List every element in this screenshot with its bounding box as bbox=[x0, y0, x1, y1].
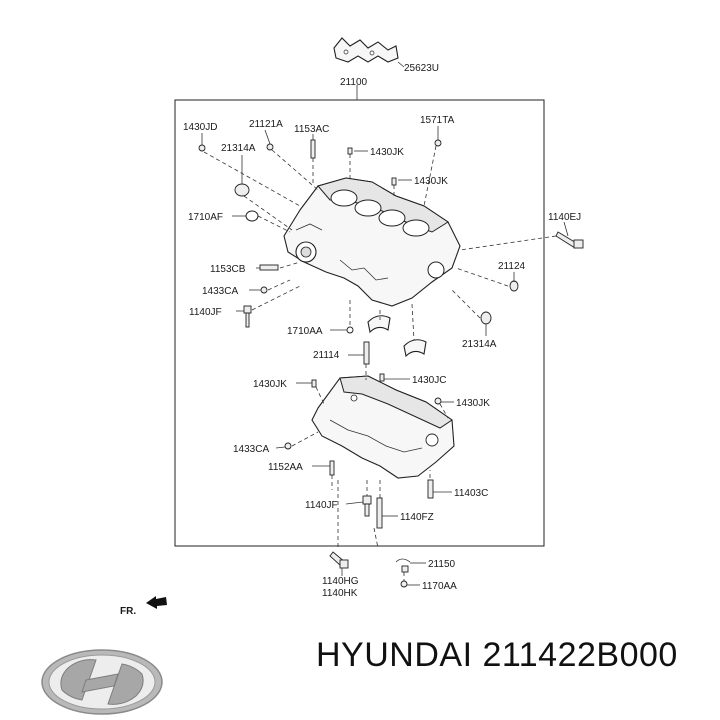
label-21150: 21150 bbox=[428, 559, 456, 570]
label-21124: 21124 bbox=[498, 261, 526, 272]
plug-1430jd bbox=[198, 144, 206, 152]
o-ring-1710af bbox=[245, 210, 259, 222]
front-direction-marker: FR. bbox=[120, 596, 167, 617]
plug-21124 bbox=[509, 280, 519, 292]
plug-1571ta bbox=[434, 139, 442, 147]
label-1710af: 1710AF bbox=[188, 212, 223, 223]
crankcase-lower bbox=[311, 375, 455, 479]
label-1140hg: 1140HG bbox=[322, 576, 359, 587]
label-1170aa: 1170AA bbox=[422, 581, 457, 592]
leader-lines bbox=[201, 126, 569, 586]
label-1710aa: 1710AA bbox=[287, 326, 323, 337]
part-number-caption: HYUNDAI 211422B000 bbox=[316, 636, 678, 674]
label-21100: 21100 bbox=[340, 77, 368, 88]
label-1140jf-1: 1140JF bbox=[189, 307, 222, 318]
label-21314a-top: 21314A bbox=[221, 143, 256, 154]
bolt-11403c bbox=[427, 479, 434, 499]
gasket-part bbox=[333, 37, 399, 63]
label-1430jk-1: 1430JK bbox=[370, 147, 404, 158]
bolt-1140jf-2 bbox=[362, 495, 372, 517]
front-label: FR. bbox=[120, 606, 136, 617]
assembly-frame bbox=[174, 99, 545, 547]
dowel-1153cb bbox=[259, 264, 279, 271]
bolt-1140hg bbox=[329, 551, 349, 569]
drain-plug-21150 bbox=[395, 558, 411, 573]
label-1140hk: 1140HK bbox=[322, 588, 358, 599]
label-11403c: 11403C bbox=[454, 488, 488, 499]
label-1430jd: 1430JD bbox=[183, 122, 217, 133]
bolt-1140jf-1 bbox=[243, 305, 252, 328]
plug-1430jk-4 bbox=[434, 397, 442, 405]
bolt-21114 bbox=[363, 341, 370, 365]
label-21121a: 21121A bbox=[249, 119, 283, 130]
hyundai-logo bbox=[41, 649, 163, 715]
label-1153cb: 1153CB bbox=[210, 264, 246, 275]
plug-21314a-bottom bbox=[480, 311, 492, 325]
bolt-1140fz bbox=[376, 497, 383, 529]
label-1153ac: 1153AC bbox=[294, 124, 329, 135]
pin-1430jc bbox=[379, 373, 385, 382]
label-21314a-bottom: 21314A bbox=[462, 339, 497, 350]
label-1152aa: 1152AA bbox=[268, 462, 303, 473]
label-21114: 21114 bbox=[313, 350, 340, 361]
label-1433ca-1: 1433CA bbox=[202, 286, 238, 297]
bolt-1140ej bbox=[555, 231, 584, 249]
dowel-1153ac bbox=[310, 139, 316, 159]
label-1430jk-3: 1430JK bbox=[253, 379, 287, 390]
pin-1430jk-3 bbox=[311, 379, 317, 388]
front-arrow-icon bbox=[146, 596, 167, 609]
cylinder-block-upper bbox=[283, 177, 461, 307]
plug-21121a bbox=[266, 143, 274, 151]
label-1140ej: 1140EJ bbox=[548, 212, 581, 223]
plug-1433ca-1 bbox=[260, 286, 268, 294]
label-1430jk-2: 1430JK bbox=[414, 176, 448, 187]
label-1140fz: 1140FZ bbox=[400, 512, 434, 523]
pin-1430jk-2 bbox=[391, 177, 397, 186]
label-25623u: 25623U bbox=[404, 63, 439, 74]
bearing-cap bbox=[367, 315, 427, 358]
label-1430jk-4: 1430JK bbox=[456, 398, 490, 409]
o-ring-1710aa bbox=[346, 326, 354, 334]
label-1433ca-2: 1433CA bbox=[233, 444, 269, 455]
dowel-1152aa bbox=[329, 460, 335, 476]
plug-1170aa bbox=[400, 580, 408, 588]
label-1140jf-2: 1140JF bbox=[305, 500, 338, 511]
plug-1433ca-2 bbox=[284, 442, 292, 450]
assembly-dashed-lines bbox=[203, 145, 557, 581]
plug-21314a-top bbox=[234, 183, 250, 197]
label-1430jc: 1430JC bbox=[412, 375, 446, 386]
label-1571ta: 1571TA bbox=[420, 115, 455, 126]
pin-1430jk-1 bbox=[347, 147, 353, 155]
callout-labels: 25623U 21100 1430JD 21121A 1153AC 1571TA… bbox=[183, 63, 581, 599]
